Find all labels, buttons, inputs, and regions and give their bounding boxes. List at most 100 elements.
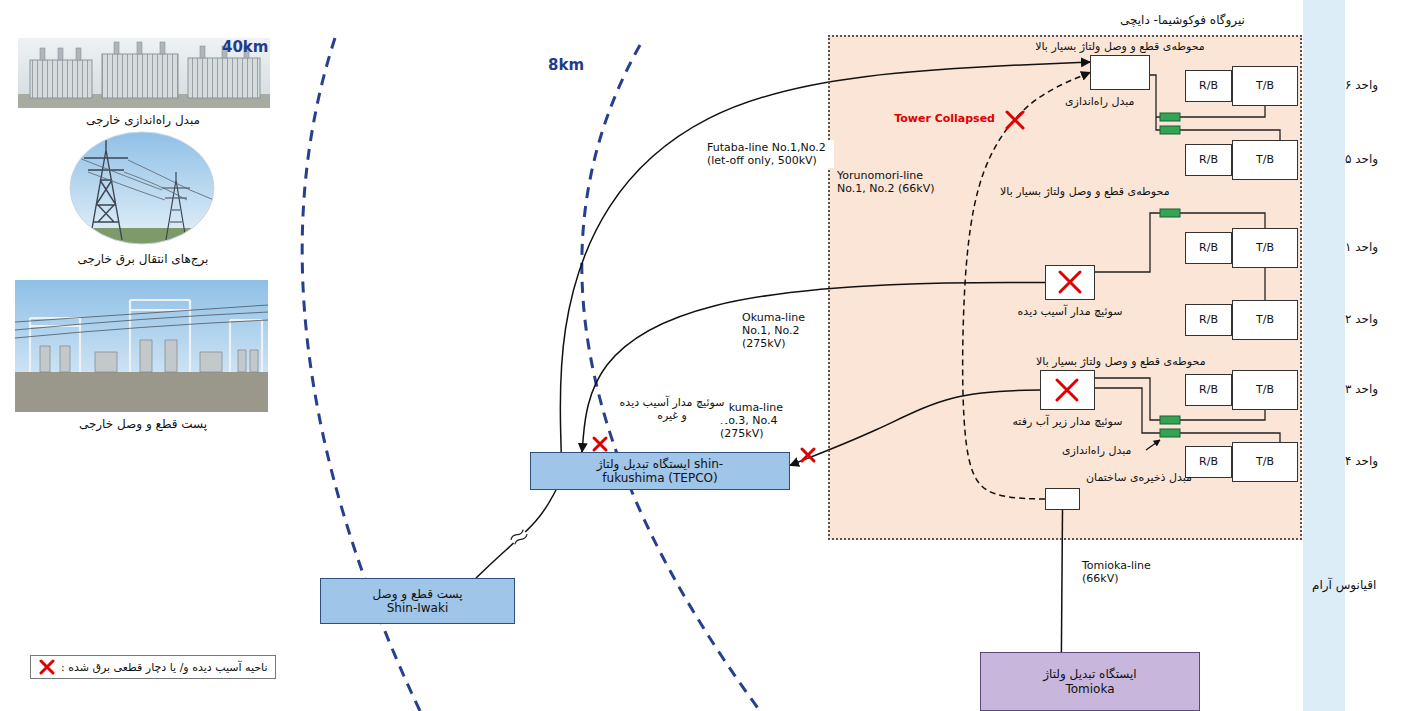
substation-photo xyxy=(15,280,268,412)
unit-label: واحد ۳ xyxy=(1345,382,1378,396)
ocean-label: اقیانوس آرام xyxy=(1312,578,1376,592)
part-label: مبدل راه‌اندازی xyxy=(1065,95,1134,108)
transmission-tower-photo xyxy=(70,154,214,200)
ocean-band xyxy=(1303,0,1345,711)
line-label: Okuma-line No.3, No.4 (275kV) xyxy=(718,400,800,442)
power-line xyxy=(476,490,556,578)
transformer-photo xyxy=(40,42,249,60)
damage-note: Tower Collapsed xyxy=(894,112,995,125)
startup-transformer xyxy=(1160,429,1180,437)
damage-mark xyxy=(594,438,606,450)
substation-photo xyxy=(30,300,262,372)
reactor-building: R/B xyxy=(1185,446,1232,478)
transmission-tower-photo xyxy=(70,132,214,244)
node-text: محوطه‌ی قطع و وصل ولتاژ بسیار بالا xyxy=(1035,40,1205,53)
wire xyxy=(1150,75,1160,130)
node-text: R/B xyxy=(1199,79,1218,92)
transformer-photo xyxy=(137,42,142,54)
damage-mark xyxy=(1060,272,1080,292)
startup-transformer xyxy=(1160,126,1180,134)
distance-label: 40km xyxy=(222,38,268,56)
line-break-symbol xyxy=(510,528,528,545)
transformer-photo xyxy=(18,38,270,108)
node-text: پست قطع و وصل Shin-Iwaki xyxy=(360,587,475,616)
line-label: Futaba-line No.1,No.2 (let-off only, 500… xyxy=(705,140,834,168)
power-line xyxy=(582,282,1045,452)
substation-photo xyxy=(40,340,258,372)
substation-box: ایستگاه تبدیل ولتاژ shin-fukushima (TEPC… xyxy=(530,452,790,490)
line-label: Tomioka-line (66kV) xyxy=(1080,558,1174,586)
startup-transformer xyxy=(1160,209,1180,217)
legend-swatch xyxy=(41,661,53,673)
substation-photo xyxy=(238,350,246,372)
breaker-fill xyxy=(1040,370,1095,410)
transmission-tower-photo xyxy=(70,132,214,248)
plant-boundary: نیروگاه فوکوشیما- دایچیمحوطه‌ی قطع و وصل… xyxy=(828,35,1302,540)
substation-photo xyxy=(15,305,268,338)
reactor-building: R/B xyxy=(1185,232,1232,264)
transformer-photo xyxy=(18,38,270,108)
damage-note: سوئیچ مدار آسیب دیده و غیره xyxy=(615,395,729,423)
photo-caption: پست قطع و وصل خارجی xyxy=(79,417,207,431)
transformer-photo xyxy=(114,42,119,54)
turbine-building: T/B xyxy=(1232,370,1298,410)
node-text: R/B xyxy=(1199,153,1218,166)
node-text: R/B xyxy=(1199,383,1218,396)
transformer-photo xyxy=(40,48,45,60)
leader-arrow xyxy=(1146,440,1160,450)
node-text: R/B xyxy=(1199,241,1218,254)
reactor-building: R/B xyxy=(1185,144,1232,176)
damage-mark xyxy=(802,449,814,461)
node-text: T/B xyxy=(1256,241,1274,254)
unit-label: واحد ۴ xyxy=(1345,454,1378,468)
flooded-switchyard: محوطه‌ی قطع و وصل ولتاژ بسیار بالاسوئیچ … xyxy=(1040,370,1095,410)
damage-mark xyxy=(594,112,1080,461)
legend-swatch xyxy=(39,659,55,675)
standby-transformer: مبدل ذخیره‌ی ساختمان xyxy=(1045,488,1080,510)
switching-station-box: پست قطع و وصل Shin-Iwaki xyxy=(320,578,515,624)
legend-text: ناحیه آسیب دیده و/ یا دچار قطعی برق شده … xyxy=(61,661,267,674)
breaker-fill xyxy=(1045,265,1095,300)
node-text: T/B xyxy=(1256,313,1274,326)
node-text: T/B xyxy=(1256,79,1274,92)
substation-photo xyxy=(95,352,117,372)
wire xyxy=(1180,410,1265,420)
wire xyxy=(1180,130,1280,140)
transformer-photo xyxy=(188,58,260,98)
node-text: ایستگاه تبدیل ولتاژ shin-fukushima (TEPC… xyxy=(575,457,745,486)
wire xyxy=(1095,378,1160,420)
legend-entry: ناحیه آسیب دیده و/ یا دچار قطعی برق شده … xyxy=(30,655,276,679)
power-line xyxy=(1061,510,1062,652)
line-break-symbol xyxy=(510,528,529,546)
substation-photo xyxy=(15,280,268,412)
distance-label: 8km xyxy=(548,56,584,74)
node-text: T/B xyxy=(1256,153,1274,166)
transformer-photo xyxy=(76,48,81,60)
startup-transformer xyxy=(1160,113,1180,437)
node-text: سوئیچ مدار زیر آب رفته xyxy=(1012,415,1122,428)
node-text: T/B xyxy=(1256,455,1274,468)
transmission-tower-photo xyxy=(70,228,214,248)
transformer-photo xyxy=(30,60,92,98)
substation-photo xyxy=(40,346,50,372)
reactor-building: R/B xyxy=(1185,304,1232,336)
startup-transformer xyxy=(1160,113,1180,121)
substation-photo xyxy=(250,350,258,372)
unit-label: واحد ۵ xyxy=(1345,152,1378,166)
wire xyxy=(1180,106,1265,117)
wire xyxy=(1095,213,1160,272)
substation-photo xyxy=(140,340,152,372)
turbine-building: T/B xyxy=(1232,228,1298,268)
switchyard-box: محوطه‌ی قطع و وصل ولتاژ بسیار بالا xyxy=(1090,55,1150,90)
wire xyxy=(1180,213,1265,228)
part-label: محوطه‌ی قطع و وصل ولتاژ بسیار بالا xyxy=(1000,185,1170,198)
unit-label: واحد ۱ xyxy=(1345,240,1378,254)
wire xyxy=(1180,433,1280,442)
node-text: سوئیچ مدار آسیب دیده xyxy=(1018,305,1123,318)
transmission-tower-photo xyxy=(70,132,214,244)
turbine-building: T/B xyxy=(1232,66,1298,106)
photo-caption: برج‌های انتقال برق خارجی xyxy=(78,252,209,266)
turbine-building: T/B xyxy=(1232,442,1298,482)
node-text: مبدل ذخیره‌ی ساختمان xyxy=(1086,471,1192,484)
node-text: T/B xyxy=(1256,383,1274,396)
